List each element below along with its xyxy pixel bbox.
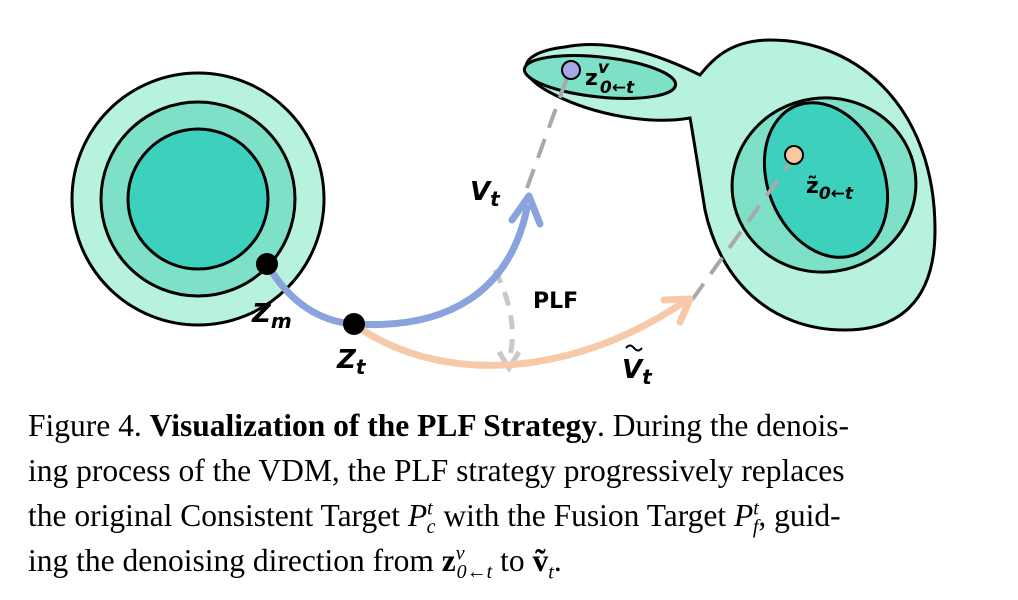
zt-point (343, 313, 365, 335)
pf-symbol: Ptf (734, 497, 759, 539)
z-right-label: z̃0←t (806, 174, 854, 204)
zt-label: Zt (336, 345, 367, 379)
dashed-guides (525, 74, 797, 302)
dash-vt-to-top (525, 74, 570, 189)
z-right-point (784, 145, 804, 165)
plf-arc (492, 268, 522, 373)
v-symbol: ṽt (532, 543, 554, 584)
vt-tilde-label: Vt (622, 344, 653, 389)
vt-label: Vt (470, 177, 501, 211)
blue-trajectory (263, 192, 544, 329)
z-symbol: zv0←t (441, 542, 493, 584)
zm-label: Zm (251, 299, 292, 333)
figure-caption: Figure 4. Visualization of the PLF Strat… (28, 408, 849, 584)
caption-title: Visualization of the PLF Strategy (149, 408, 597, 443)
left-distribution (70, 71, 326, 327)
z-top-point (561, 60, 581, 80)
figure-number: Figure 4. (28, 408, 142, 443)
plf-label: PLF (533, 289, 578, 314)
orange-trajectory (350, 295, 694, 369)
svg-text:Vt: Vt (622, 355, 653, 389)
dash-vt-tilde-to-right (690, 154, 797, 302)
pc-symbol: Ptc (407, 497, 436, 539)
zm-point (256, 253, 278, 275)
